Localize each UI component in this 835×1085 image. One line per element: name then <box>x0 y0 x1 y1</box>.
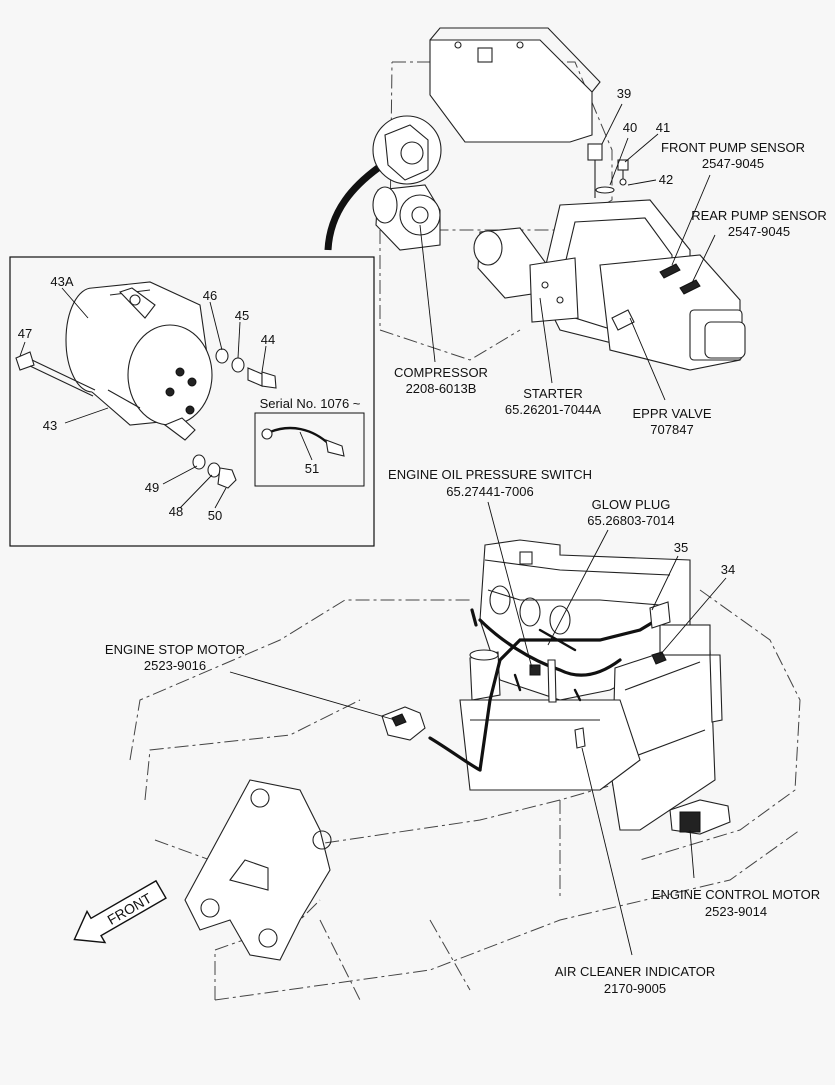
callout-43: 43 <box>43 418 57 433</box>
callout-50: 50 <box>208 508 222 523</box>
starter-name: STARTER <box>523 386 582 401</box>
leader-lines <box>19 103 727 956</box>
callout-49: 49 <box>145 480 159 495</box>
eppr-valve-name: EPPR VALVE <box>633 406 712 421</box>
callout-35: 35 <box>674 540 688 555</box>
compressor-name: COMPRESSOR <box>394 365 488 380</box>
engine-stop-motor-name: ENGINE STOP MOTOR <box>105 642 245 657</box>
callout-51: 51 <box>305 461 319 476</box>
callout-40: 40 <box>623 120 637 135</box>
callout-43a: 43A <box>50 274 73 289</box>
engine-oil-pressure-switch-name: ENGINE OIL PRESSURE SWITCH <box>388 467 592 482</box>
engine-control-motor-part: 2523-9014 <box>705 904 767 919</box>
rear-pump-sensor-part: 2547-9045 <box>728 224 790 239</box>
engine-stop-motor-part: 2523-9016 <box>144 658 206 673</box>
glow-plug-name: GLOW PLUG <box>592 497 671 512</box>
callout-45: 45 <box>235 308 249 323</box>
front-arrow: FRONT <box>73 879 167 944</box>
part-labels: FRONT PUMP SENSOR 2547-9045 REAR PUMP SE… <box>105 140 827 996</box>
air-cleaner-indicator-name: AIR CLEANER INDICATOR <box>555 964 716 979</box>
front-pump-sensor-name: FRONT PUMP SENSOR <box>661 140 805 155</box>
engine-oil-pressure-switch-part: 65.27441-7006 <box>446 484 533 499</box>
engine-control-motor-name: ENGINE CONTROL MOTOR <box>652 887 820 902</box>
serial-sub-inset <box>254 412 365 487</box>
air-cleaner-indicator-part: 2170-9005 <box>604 981 666 996</box>
callout-44: 44 <box>261 332 275 347</box>
rear-pump-sensor-name: REAR PUMP SENSOR <box>691 208 827 223</box>
callout-42: 42 <box>659 172 673 187</box>
callout-39: 39 <box>617 86 631 101</box>
callout-41: 41 <box>656 120 670 135</box>
serial-note: Serial No. 1076 ~ <box>260 396 361 411</box>
callout-48: 48 <box>169 504 183 519</box>
front-pump-sensor-part: 2547-9045 <box>702 156 764 171</box>
callout-numbers: 39 40 41 42 43A 47 46 45 44 43 49 48 50 … <box>18 86 735 577</box>
compressor-part: 2208-6013B <box>406 381 477 396</box>
engine-upper-drawing <box>324 27 746 371</box>
alternator-inset <box>9 256 375 547</box>
callout-47: 47 <box>18 326 32 341</box>
engine-lower-drawing: FRONT <box>73 539 801 1001</box>
callout-46: 46 <box>203 288 217 303</box>
callout-34: 34 <box>721 562 735 577</box>
glow-plug-part: 65.26803-7014 <box>587 513 674 528</box>
starter-part: 65.26201-7044A <box>505 402 601 417</box>
eppr-valve-part: 707847 <box>650 422 693 437</box>
